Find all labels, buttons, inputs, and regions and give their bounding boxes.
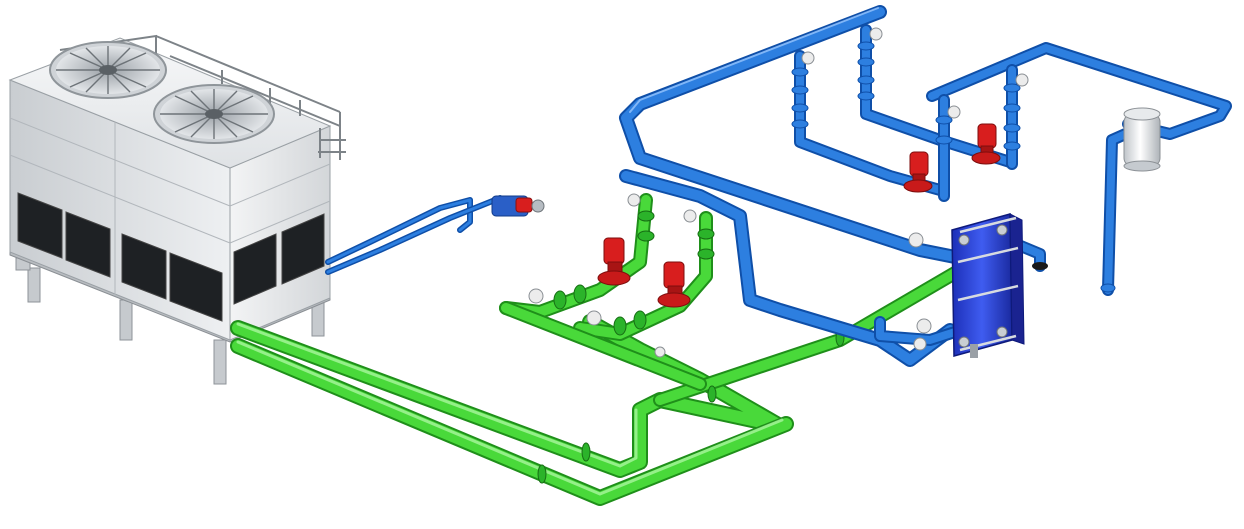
valve-icon <box>654 346 666 358</box>
pump-blue-2 <box>971 123 1001 165</box>
fan-2 <box>153 84 275 144</box>
valve-icon <box>913 337 927 351</box>
small-pump <box>491 195 545 217</box>
valve-icon <box>528 288 544 304</box>
valve-icon <box>801 51 815 65</box>
pump-green-1 <box>597 237 631 286</box>
valves <box>528 27 1151 358</box>
pump-green-2 <box>657 261 691 308</box>
return-piping <box>619 5 1232 367</box>
valve-icon <box>869 27 883 41</box>
valve-icon <box>908 232 924 248</box>
tower-legs <box>15 257 325 385</box>
pumps <box>597 123 1001 308</box>
valve-icon <box>916 318 932 334</box>
plate-heat-exchanger <box>951 213 1048 358</box>
valve-icon <box>947 105 961 119</box>
handrail <box>59 34 346 160</box>
air-inlet-louvers <box>17 192 325 322</box>
valve-icon <box>1015 73 1029 87</box>
valve-icon <box>683 209 697 223</box>
cooling-tower <box>8 34 346 385</box>
pump-blue-1 <box>903 151 933 193</box>
valve-icon <box>586 310 602 326</box>
fan-1 <box>49 41 167 99</box>
small-pump-line <box>325 195 545 275</box>
expansion-tank <box>1123 107 1161 172</box>
valve-icon <box>627 193 641 207</box>
